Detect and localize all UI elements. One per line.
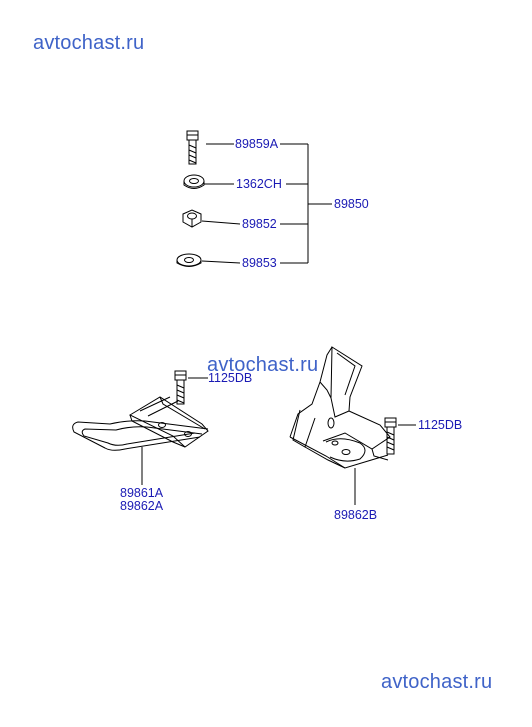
part-label-1125DB-right: 1125DB [418, 418, 463, 432]
flat-washer-89853-icon [176, 253, 202, 267]
part-label-89853: 89853 [242, 256, 277, 270]
part-label-89862B: 89862B [334, 508, 378, 522]
watermark-bottom: avtochast.ru [381, 671, 493, 693]
part-label-89859A: 89859A [235, 137, 279, 151]
bolt-89859A-icon [186, 130, 199, 165]
hex-nut-89852-icon [182, 209, 202, 228]
leader-lines [141, 143, 416, 505]
bolt-1125DB-left-icon [174, 370, 187, 405]
bracket-89861A-drawing [72, 396, 209, 451]
part-label-89850: 89850 [334, 197, 369, 211]
watermark-top: avtochast.ru [33, 32, 145, 54]
lock-washer-1362CH-icon [183, 174, 205, 189]
part-label-89852: 89852 [242, 217, 277, 231]
part-label-1362CH: 1362CH [236, 177, 282, 191]
bracket-89862B-drawing [289, 346, 391, 469]
part-label-1125DB-left: 1125DB [208, 371, 253, 385]
part-label-89862A: 89862A [120, 499, 164, 513]
bolt-1125DB-right-icon [384, 417, 397, 455]
watermark-middle: avtochast.ru [207, 354, 319, 376]
part-label-89861A: 89861A [120, 486, 164, 500]
